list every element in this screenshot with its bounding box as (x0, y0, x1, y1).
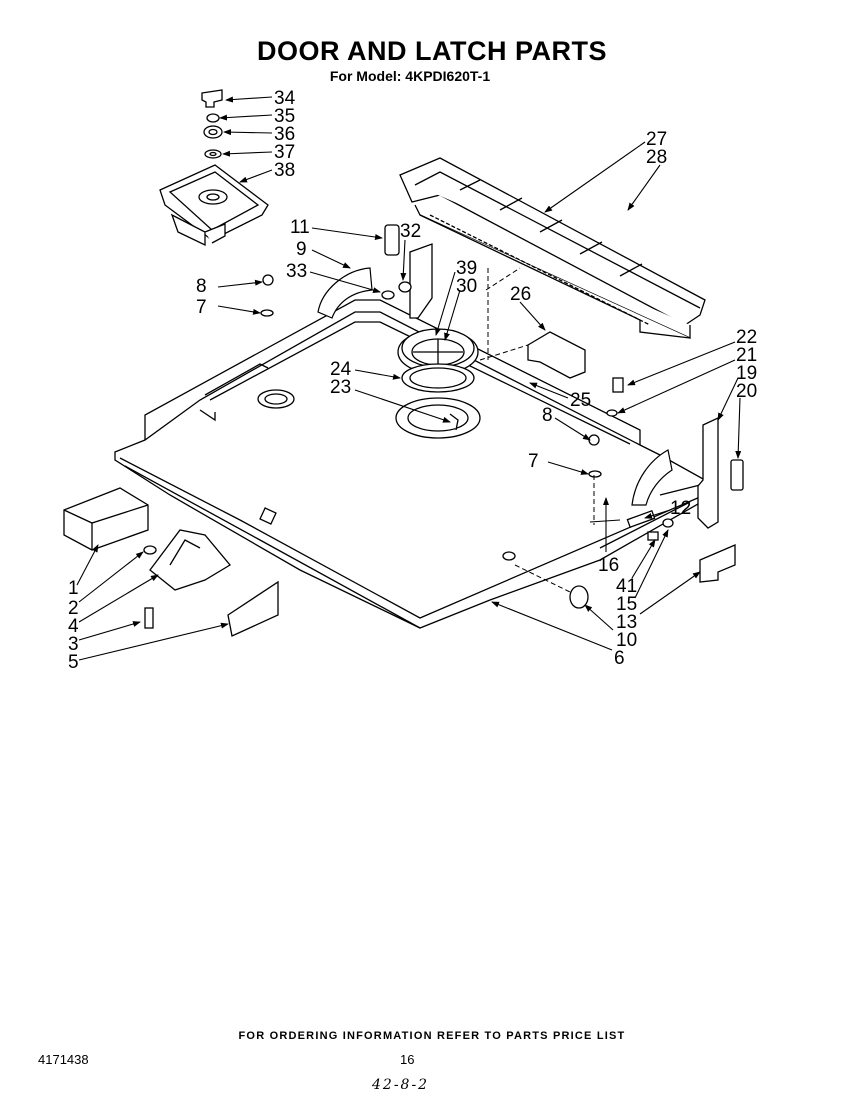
callout-25: 25 (570, 390, 591, 411)
callout-39: 39 (456, 258, 477, 279)
callout-labels: 34 35 36 37 38 27 28 11 9 32 33 39 30 26… (68, 88, 757, 673)
page-title: DOOR AND LATCH PARTS (257, 36, 607, 66)
hinge-bracket-left (317, 267, 373, 319)
callout-4: 4 (68, 616, 79, 637)
callout-8-lower: 8 (542, 405, 553, 426)
callout-38: 38 (274, 160, 295, 181)
callout-37: 37 (274, 142, 295, 163)
callout-13: 13 (616, 612, 637, 633)
callout-9: 9 (296, 239, 307, 260)
callout-20: 20 (736, 381, 757, 402)
alignment-lines (479, 267, 595, 593)
page-number: 16 (400, 1052, 415, 1067)
callout-7-upper: 7 (196, 297, 207, 318)
callout-22: 22 (736, 327, 757, 348)
callout-6: 6 (614, 648, 625, 669)
callout-30: 30 (456, 276, 477, 297)
callout-21: 21 (736, 345, 757, 366)
callout-15: 15 (616, 594, 637, 615)
callout-19: 19 (736, 363, 757, 384)
callout-26: 26 (510, 284, 531, 305)
latch-assembly (260, 224, 744, 609)
upper-rail (399, 157, 706, 340)
callout-33: 33 (286, 261, 307, 282)
callout-35: 35 (274, 106, 295, 127)
callout-8-upper: 8 (196, 276, 207, 297)
callout-11: 11 (290, 217, 310, 238)
callout-27: 27 (646, 129, 667, 150)
callout-2: 2 (68, 598, 79, 619)
callout-16: 16 (598, 555, 619, 576)
callout-32: 32 (400, 221, 421, 242)
vent-assembly (159, 89, 269, 247)
hinge-bracket-right (631, 449, 701, 506)
callout-1: 1 (68, 578, 79, 599)
callout-10: 10 (616, 630, 637, 651)
leader-lines (76, 96, 742, 661)
callout-24: 24 (330, 359, 352, 380)
model-subtitle: For Model: 4KPDI620T-1 (329, 68, 491, 84)
callout-41: 41 (616, 576, 637, 597)
callout-36: 36 (274, 124, 295, 145)
dispenser-ring-assembly (395, 328, 481, 439)
callout-5: 5 (68, 652, 79, 673)
ordering-info-note: FOR ORDERING INFORMATION REFER TO PARTS … (238, 1030, 626, 1042)
lower-left-parts (63, 487, 279, 637)
callout-7-lower: 7 (528, 451, 539, 472)
document-number: 4171438 (38, 1052, 89, 1067)
handwritten-note: 42-8-2 (372, 1077, 430, 1093)
callout-12: 12 (670, 498, 691, 519)
callout-23: 23 (330, 377, 351, 398)
callout-28: 28 (646, 147, 667, 168)
callout-3: 3 (68, 634, 79, 655)
callout-34: 34 (274, 88, 296, 109)
